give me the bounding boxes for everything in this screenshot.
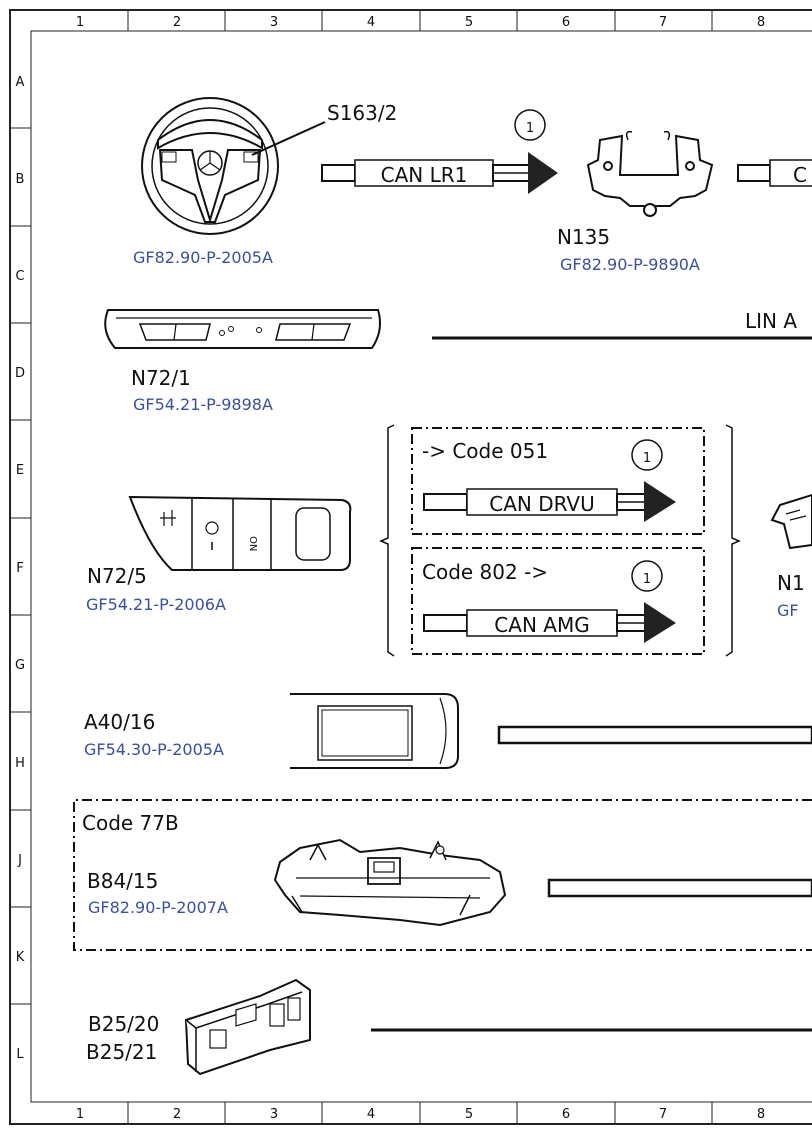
s163-2-doc-link[interactable]: GF82.90-P-2005A — [133, 248, 273, 267]
marker-circle-3 — [631, 560, 663, 592]
code-802-label: Code 802 -> — [422, 560, 548, 584]
row-label-g: G — [15, 658, 25, 673]
col-label-bottom-8: 8 — [757, 1107, 765, 1122]
can-amg-bus — [423, 602, 676, 643]
code-77b-label: Code 77B — [82, 811, 179, 835]
code-051-box — [411, 427, 705, 535]
code-051-label: -> Code 051 — [422, 439, 548, 463]
b25-21-label: B25/21 — [86, 1040, 157, 1064]
n1-partial-label: N1 — [777, 571, 805, 595]
can-lr1-label: CAN LR1 — [381, 163, 468, 187]
row-label-k: K — [16, 950, 25, 965]
inner-frame — [30, 30, 812, 1103]
can-drvu-bus — [423, 481, 676, 522]
b84-15-bus — [547, 878, 812, 898]
n72-5-label: N72/5 — [87, 564, 147, 588]
col-label-bottom-6: 6 — [562, 1107, 570, 1122]
marker-2: 1 — [643, 451, 651, 466]
n1-partial-doc[interactable]: GF — [777, 601, 799, 620]
lin-bus-label: LIN A — [745, 309, 797, 333]
row-label-f: F — [16, 561, 23, 576]
row-label-e: E — [16, 463, 24, 478]
outer-frame — [9, 9, 812, 1125]
marker-circle-1 — [514, 109, 546, 141]
col-label-5: 5 — [465, 15, 473, 30]
marker-1: 1 — [526, 121, 534, 136]
left-brace — [379, 424, 395, 657]
code-802-box — [411, 547, 705, 655]
row-label-c: C — [15, 269, 24, 284]
right-bus-partial-label: C — [793, 163, 807, 187]
row-label-l: L — [16, 1047, 24, 1062]
col-label-2: 2 — [173, 15, 181, 30]
b25-20-label: B25/20 — [88, 1012, 159, 1036]
a40-16-display-icon — [290, 693, 459, 769]
svg-text:ON: ON — [247, 536, 258, 551]
code-77b-box — [73, 799, 812, 951]
row-label-j: J — [17, 853, 22, 868]
n1-partial-icon — [770, 493, 812, 550]
right-bus-partial — [737, 159, 812, 187]
n72-5-doc-link[interactable]: GF54.21-P-2006A — [86, 595, 226, 614]
col-label-bottom-7: 7 — [659, 1107, 667, 1122]
col-label-3: 3 — [270, 15, 278, 30]
marker-3: 1 — [643, 572, 651, 587]
can-drvu-label: CAN DRVU — [489, 492, 595, 516]
n72-1-label: N72/1 — [131, 366, 191, 390]
col-label-1: 1 — [76, 15, 84, 30]
col-label-bottom-4: 4 — [367, 1107, 375, 1122]
marker-circle-2 — [631, 439, 663, 471]
can-lr1-bus — [321, 152, 558, 194]
callout-line — [251, 121, 326, 156]
right-brace — [725, 424, 741, 657]
b84-15-label: B84/15 — [87, 869, 158, 893]
row-label-h: H — [15, 756, 25, 771]
col-label-bottom-1: 1 — [76, 1107, 84, 1122]
a40-16-doc-link[interactable]: GF54.30-P-2005A — [84, 740, 224, 759]
col-label-bottom-2: 2 — [173, 1107, 181, 1122]
col-label-bottom-3: 3 — [270, 1107, 278, 1122]
can-amg-label: CAN AMG — [494, 613, 589, 637]
row-label-d: D — [15, 366, 25, 381]
column-ticks — [127, 10, 713, 1124]
col-label-8: 8 — [757, 15, 765, 30]
a40-16-bus — [497, 725, 812, 745]
steering-wheel-icon — [141, 97, 279, 235]
n72-1-panel-icon — [104, 309, 381, 349]
n135-module-icon — [586, 130, 714, 217]
row-label-a: A — [16, 75, 25, 90]
s163-2-label: S163/2 — [327, 101, 397, 125]
row-label-b: B — [16, 172, 25, 187]
n135-label: N135 — [557, 225, 610, 249]
col-label-4: 4 — [367, 15, 375, 30]
col-label-7: 7 — [659, 15, 667, 30]
n72-5-switch-icon: ON — [128, 495, 352, 571]
b84-15-camera-icon — [273, 838, 507, 927]
col-label-6: 6 — [562, 15, 570, 30]
a40-16-label: A40/16 — [84, 710, 155, 734]
row-ticks — [10, 127, 31, 1005]
b84-15-doc-link[interactable]: GF82.90-P-2007A — [88, 898, 228, 917]
n135-doc-link[interactable]: GF82.90-P-9890A — [560, 255, 700, 274]
b25-sensor-icon — [184, 978, 311, 1076]
n72-1-doc-link[interactable]: GF54.21-P-9898A — [133, 395, 273, 414]
col-label-bottom-5: 5 — [465, 1107, 473, 1122]
